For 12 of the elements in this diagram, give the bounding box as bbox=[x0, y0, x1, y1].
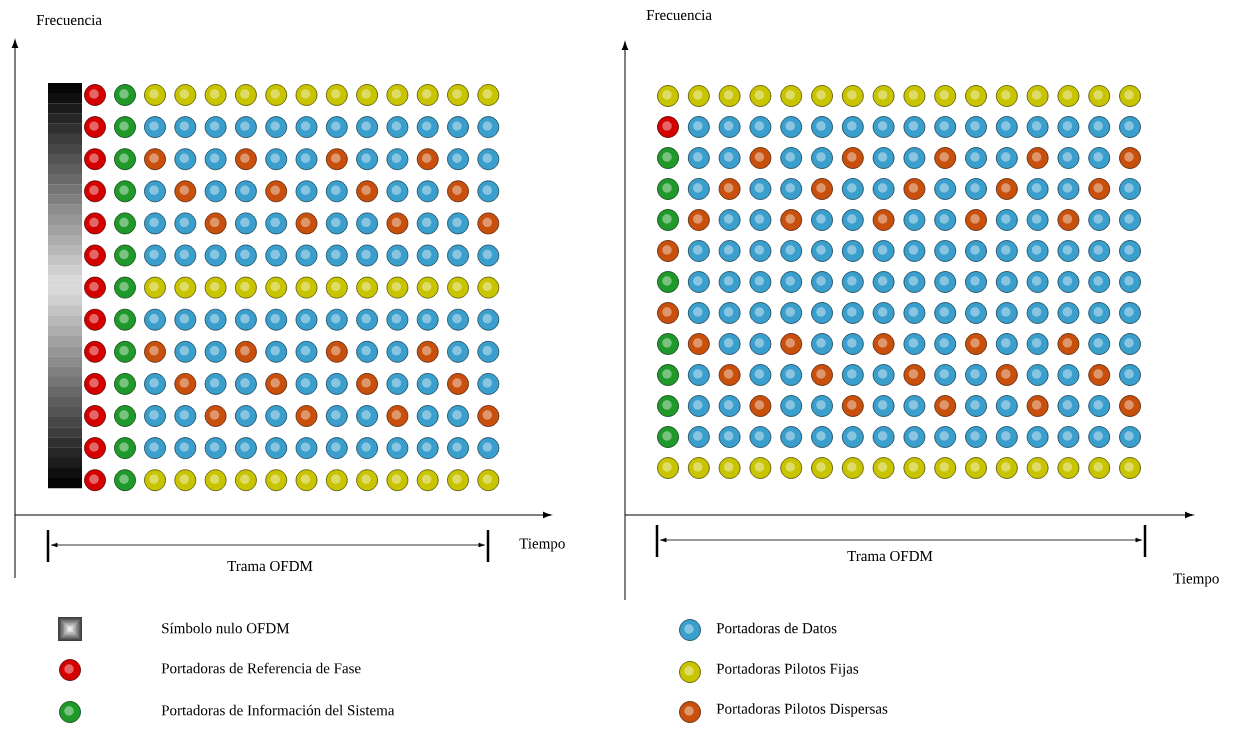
legend-text: Símbolo nulo OFDM bbox=[162, 622, 290, 634]
legend-text: Portadoras Pilotos Dispersas bbox=[716, 703, 888, 717]
axis-label: Trama OFDM bbox=[227, 560, 313, 572]
legend-text: Portadoras de Referencia de Fase bbox=[161, 662, 361, 674]
legend-text: Portadoras Pilotos Fijas bbox=[716, 663, 859, 677]
axis-label: Frecuencia bbox=[36, 14, 102, 26]
axis-label: Tiempo bbox=[1173, 573, 1219, 587]
axis-label: Tiempo bbox=[519, 538, 565, 552]
axis-label: Trama OFDM bbox=[847, 550, 933, 562]
axis-label: Frecuencia bbox=[646, 9, 712, 21]
legend-text: Portadoras de Datos bbox=[716, 622, 837, 634]
legend-text: Portadoras de Información del Sistema bbox=[161, 704, 395, 716]
